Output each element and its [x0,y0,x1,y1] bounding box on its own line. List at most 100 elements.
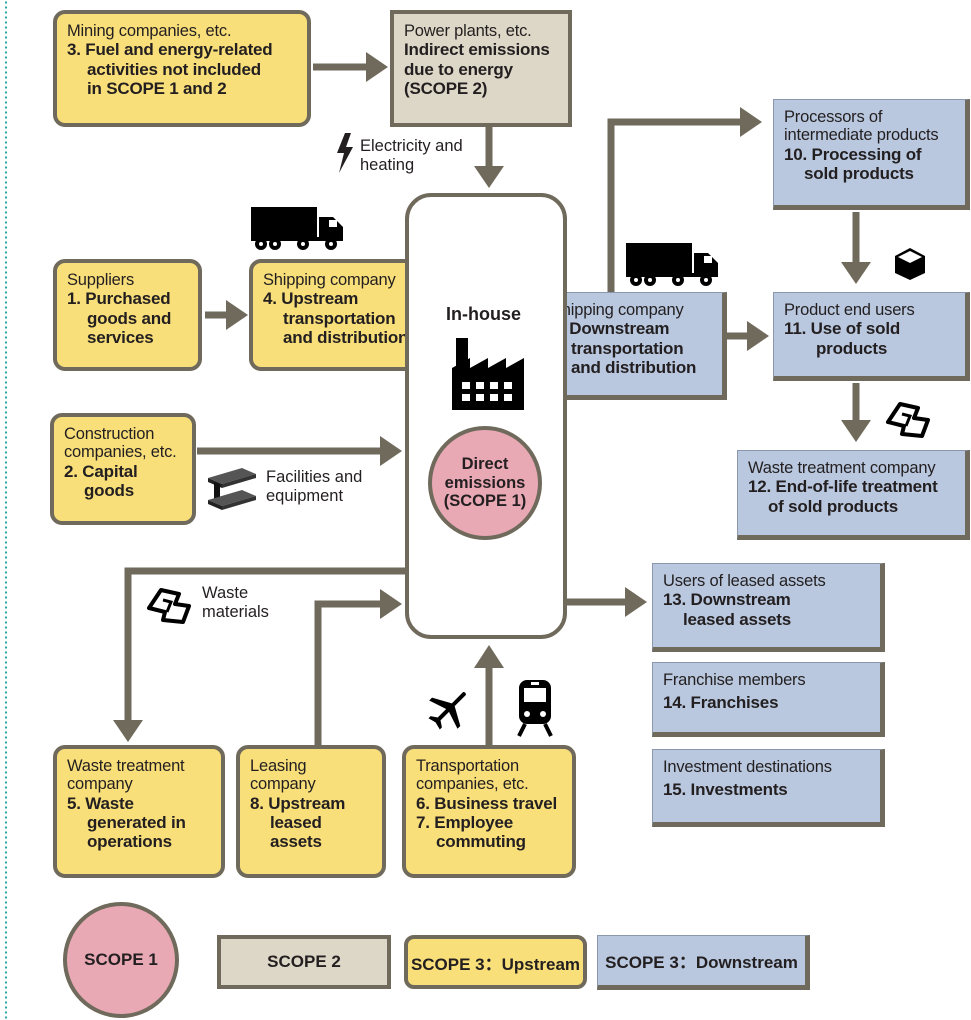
node-category: and distribution [283,327,409,347]
node-category: goods [84,480,134,500]
node-category: goods and [87,308,172,328]
truck-icon [251,207,343,250]
note-waste-materials: Waste materials [202,584,269,622]
node-franchises: Franchise members 14. Franchises [652,662,885,737]
node-org: Investment destinations [663,758,832,776]
node-org: Waste treatment [67,757,185,775]
cube-icon [895,248,925,280]
node-processors: Processors of intermediate products 10. … [773,99,970,210]
node-category: 3. Fuel and energy-related [67,40,273,60]
node-shipping-upstream: Shipping company 4. Upstream transportat… [249,259,430,371]
node-category: 4. Upstream [263,289,359,309]
node-org: Power plants, etc. [404,22,532,40]
node-org: Construction [64,425,155,443]
direct-emissions-circle: Direct emissions (SCOPE 1) [428,426,542,540]
node-category: 10. Processing of [784,144,922,164]
recycle-icon [147,588,191,624]
steel-beam-icon [208,468,256,510]
node-category: 2. Capital [64,461,138,481]
node-category: products [816,338,888,358]
node-org: Leasing [250,757,307,775]
node-category: 11. Use of sold [784,319,901,339]
truck-icon [626,243,718,286]
scope1-text: emissions [444,473,526,492]
node-category: services [87,327,154,347]
node-category: assets [270,832,322,851]
node-category: sold products [804,163,914,183]
train-icon [517,680,553,737]
node-category: leased [270,812,322,832]
node-suppliers: Suppliers 1. Purchased goods and service… [53,259,202,371]
node-category: transportation [283,308,396,328]
node-category: 12. End-of-life treatment [748,477,938,497]
node-category: 1. Purchased [67,289,171,309]
node-downstream-leased: Users of leased assets 13. Downstream le… [652,563,885,652]
node-org: Franchise members [663,671,806,689]
node-org: companies, etc. [416,775,529,794]
note-electricity: Electricity and heating [360,137,463,175]
note-line: materials [202,602,269,621]
node-category: activities not included [87,59,261,79]
node-org: company [67,775,133,794]
recycle-icon [886,402,930,438]
note-facilities: Facilities and equipment [266,468,362,506]
note-line: Waste [202,584,249,602]
note-line: equipment [266,486,344,505]
node-category: generated in [87,812,186,832]
node-category: 7. Employee [416,812,514,832]
node-category: in SCOPE 1 and 2 [87,78,227,98]
note-line: Electricity and [360,137,463,155]
note-line: Facilities and [266,468,363,486]
node-org: Waste treatment company [748,459,936,477]
node-power-plants: Power plants, etc. Indirect emissions du… [390,10,572,127]
node-transportation: Transportation companies, etc. 6. Busine… [402,745,576,878]
legend-scope3-upstream: SCOPE 3：Upstream [404,935,587,989]
node-category: of sold products [768,496,898,516]
note-line: heating [360,155,415,174]
node-category: and distribution [571,357,697,377]
arrow-inhouse-to-waste-ops [124,567,405,722]
node-leasing: Leasing company 8. Upstream leased asset… [236,745,386,878]
node-org: Shipping company [551,301,684,319]
node-end-users: Product end users 11. Use of sold produc… [773,292,970,381]
node-category: 5. Waste [67,793,134,813]
node-shipping-downstream: Shipping company 9. Downstream transport… [540,292,727,400]
node-category: 14. Franchises [663,693,779,713]
node-category: 9. Downstream [551,319,670,339]
node-category: transportation [571,338,684,358]
node-org: Processors of [784,108,883,126]
node-category: commuting [436,832,526,851]
node-category: due to energy [404,59,513,79]
node-category: 8. Upstream [250,793,346,813]
node-category: 13. Downstream [663,590,791,610]
node-org: Transportation [416,757,519,775]
legend-scope2: SCOPE 2 [217,935,391,989]
node-org: Mining companies, etc. [67,22,232,40]
node-org: Suppliers [67,271,134,289]
node-category: leased assets [683,609,791,629]
node-mining: Mining companies, etc. 3. Fuel and energ… [53,10,311,127]
node-investments: Investment destinations 15. Investments [652,749,885,827]
node-org: Shipping company [263,271,396,289]
airplane-icon [428,692,466,730]
arrow-ship-down-to-processors [607,118,742,294]
node-category: operations [87,832,172,851]
node-category: 6. Business travel [416,793,557,813]
node-category: 15. Investments [663,780,788,800]
factory-icon [452,338,524,410]
legend-scope3-downstream: SCOPE 3：Downstream [597,935,810,990]
node-org: company [250,775,316,794]
scope1-text: (SCOPE 1) [443,492,527,511]
node-construction: Construction companies, etc. 2. Capital … [50,413,196,525]
left-dotted-border [0,0,8,1020]
node-org: companies, etc. [64,443,177,462]
node-org: Users of leased assets [663,572,826,590]
node-category: (SCOPE 2) [404,78,488,98]
legend-scope1: SCOPE 1 [63,902,179,1018]
node-waste-end-of-life: Waste treatment company 12. End-of-life … [737,450,970,540]
inhouse-label: In-house [446,304,521,324]
arrow-leasing-to-inhouse [314,600,383,745]
node-org: Product end users [784,301,915,319]
scope1-text: Direct [461,455,509,474]
